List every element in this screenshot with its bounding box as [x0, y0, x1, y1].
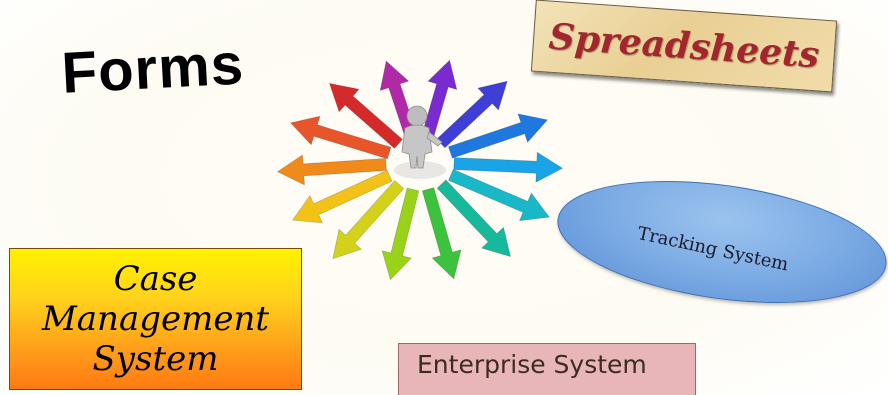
- arrow-yellow-green: [332, 180, 405, 260]
- enterprise-system-box: Enterprise System: [398, 343, 696, 395]
- case-management-box: Case Management System: [9, 248, 302, 390]
- enterprise-system-label: Enterprise System: [417, 350, 647, 379]
- arrow-wheel-illustration: [276, 59, 564, 281]
- arrow-sky: [453, 151, 564, 183]
- arrow-orange: [276, 154, 387, 186]
- figure-icon: [394, 105, 446, 179]
- arrow-blue-violet: [436, 80, 508, 149]
- arrow-cyan: [447, 168, 551, 222]
- arrows-group: [276, 59, 564, 281]
- arrow-red-orange: [289, 115, 392, 160]
- arrow-blue: [447, 113, 549, 159]
- arrow-green: [421, 187, 462, 280]
- case-management-line-3: System: [92, 339, 219, 379]
- arrow-lime: [381, 187, 420, 281]
- case-management-line-1: Case: [113, 259, 198, 299]
- spreadsheets-label: Spreadsheets: [547, 15, 821, 77]
- case-management-line-2: Management: [41, 299, 270, 339]
- arrow-red: [328, 82, 403, 149]
- forms-label: Forms: [60, 31, 246, 106]
- arrow-teal: [436, 179, 512, 258]
- arrow-yellow: [291, 169, 393, 224]
